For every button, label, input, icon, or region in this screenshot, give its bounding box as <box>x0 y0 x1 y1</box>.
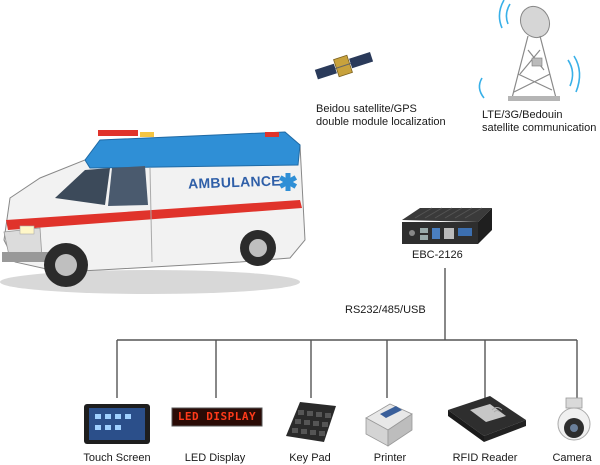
device-label-key-pad: Key Pad <box>289 452 331 464</box>
bus-label: RS232/485/USB <box>345 304 426 316</box>
led-display-text: LED DISPLAY <box>177 410 257 423</box>
satellite-label-line2: double module localization <box>316 116 446 128</box>
device-label-touch-screen: Touch Screen <box>83 452 151 464</box>
controller-label: EBC-2126 <box>412 249 463 261</box>
tower-label-line2: satellite communication <box>482 122 597 134</box>
tower-label-line1: LTE/3G/Bedouin <box>482 109 563 121</box>
device-label-printer: Printer <box>373 452 407 464</box>
satellite-label-line1: Beidou satellite/GPS <box>316 103 417 115</box>
device-label-led-display: LED Display <box>184 452 246 464</box>
device-label-rfid-reader: RFID Reader <box>452 452 518 464</box>
device-label-camera: Camera <box>552 452 592 464</box>
